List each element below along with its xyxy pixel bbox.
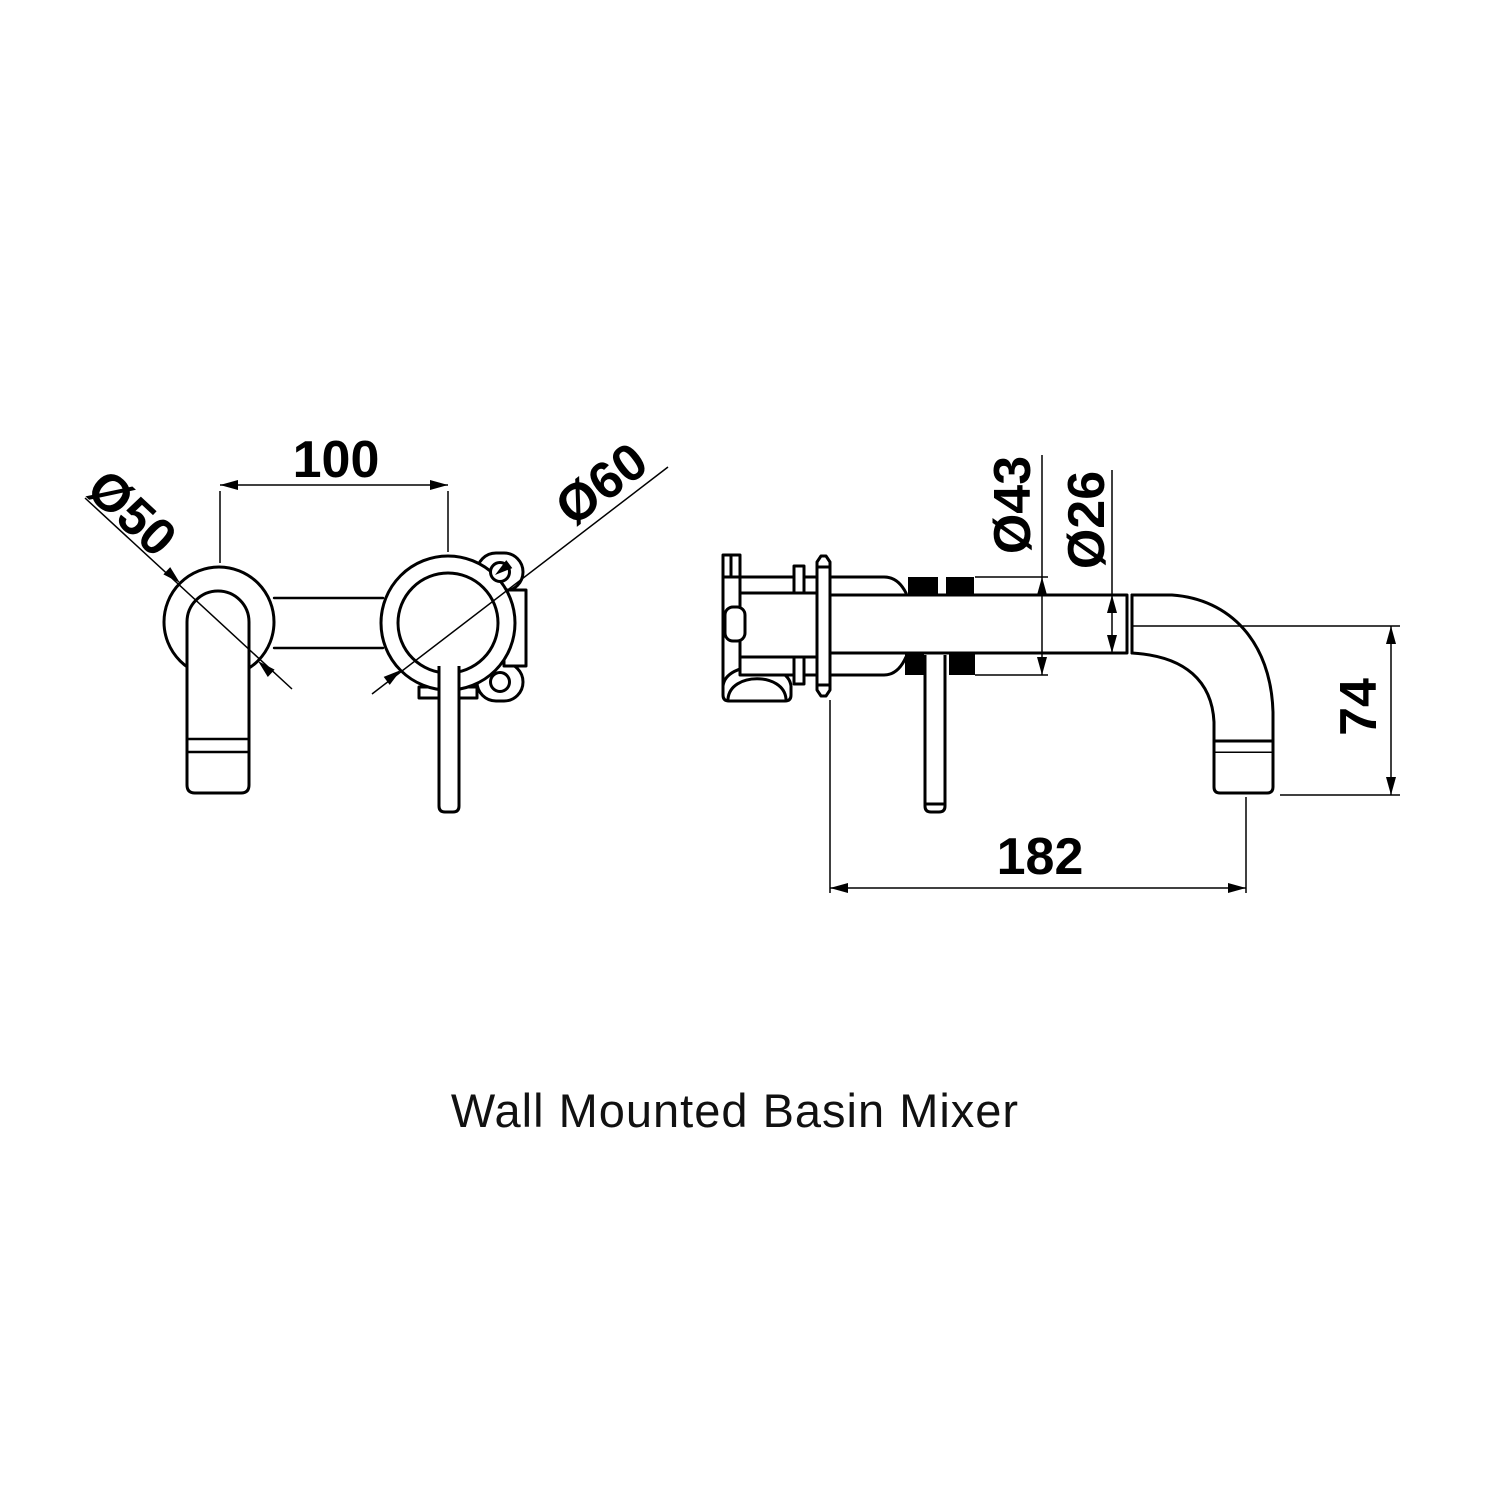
o-ring-seal [949,653,975,675]
o-ring-seal [946,577,974,595]
spout-outer-curve [1130,593,1275,755]
dimension-body-diameter: Ø43 [975,455,1048,676]
spout-ring-lines [1212,739,1275,755]
spout-front [185,589,251,795]
spout-front-aerator-lines [185,737,251,754]
top-collar [792,564,806,595]
dim-label-mixer-escutcheon: Ø60 [545,432,658,537]
bracket-bottom-screw-hole [489,671,511,693]
mixer-handle-front [437,666,461,814]
cartridge-housing-inner-arc [726,677,788,701]
spout-inner-curve [1130,651,1216,755]
o-ring-seal [908,577,938,595]
spout-aerator [1212,753,1275,795]
dim-label-spout-reach: 182 [997,828,1084,886]
dim-label-spout-escutcheon: Ø50 [76,459,187,568]
mixer-escutcheon-inner-circle [396,571,500,675]
bracket-keyhole [723,605,747,643]
dimension-spout-drop: 74 [1133,625,1400,796]
front-view: 100 Ø50 Ø60 [76,431,669,814]
dim-label-spout-drop: 74 [1330,678,1388,736]
spout-body-tube [828,593,1134,655]
body-shell [828,575,908,677]
dim-label-center-distance: 100 [293,431,380,489]
dim-label-body-diameter: Ø43 [984,456,1042,554]
bottom-collar [792,655,806,686]
side-view: Ø43 Ø26 74 182 [721,455,1400,893]
o-ring-seal [905,653,924,675]
dimension-spout-reach: 182 [829,700,1247,893]
wall-flange [815,554,832,698]
dimension-center-distance: 100 [219,431,449,563]
valve-body-lines [272,596,385,650]
dimension-spout-tube-diameter: Ø26 [1058,470,1117,653]
mixer-handle-side [923,655,947,814]
dim-label-spout-tube-diameter: Ø26 [1058,471,1116,569]
drawing-caption: Wall Mounted Basin Mixer [451,1084,1019,1137]
